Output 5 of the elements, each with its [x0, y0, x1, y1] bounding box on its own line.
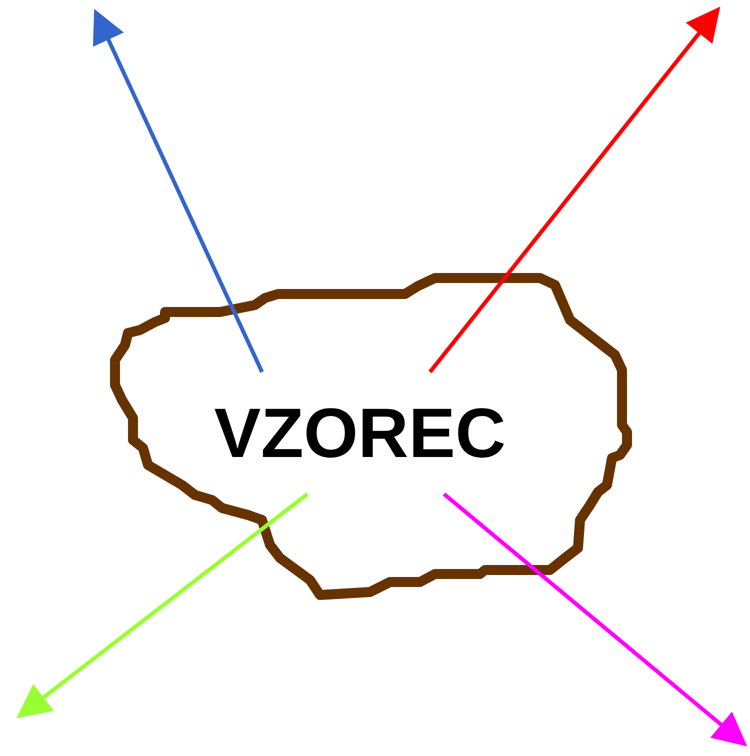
arrow — [428, 6, 720, 374]
arrow — [16, 492, 309, 718]
node-label: VZOREC — [185, 372, 535, 494]
arrow — [92, 8, 264, 373]
arrow — [442, 492, 748, 746]
